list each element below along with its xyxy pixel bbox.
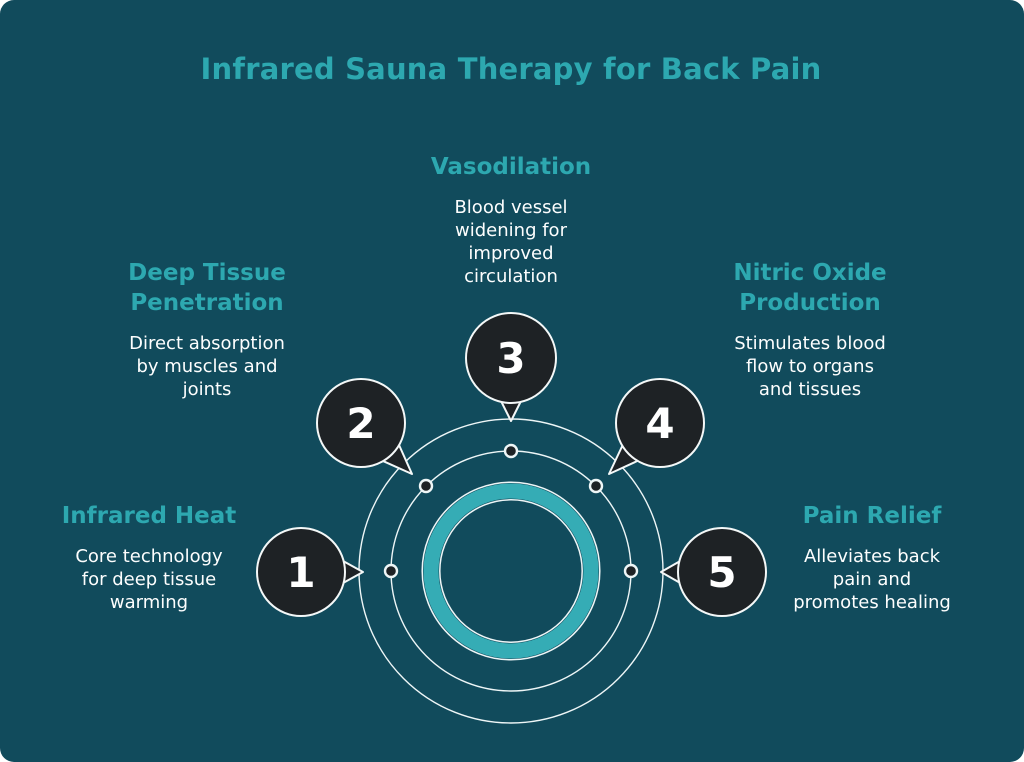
node-dot-1: [383, 563, 399, 579]
teal-ring: [423, 483, 599, 659]
step-bubble-2: 2: [316, 378, 413, 475]
step-description: Core technology for deep tissue warming: [75, 546, 223, 613]
step-number-5: 5: [707, 548, 736, 597]
step-info-vasodilation: Vasodilation Blood vessel widening for i…: [391, 152, 631, 288]
step-title: Vasodilation: [430, 154, 592, 180]
bubble-circle-3: [465, 312, 557, 404]
step-info-deep-tissue-penetration: Deep Tissue Penetration Direct absorptio…: [82, 258, 332, 401]
step-bubble-5: 5: [660, 527, 767, 617]
teal-ring-inner-edge: [439, 499, 583, 643]
node-dot-2: [418, 478, 434, 494]
step-description: Alleviates back pain and promotes healin…: [793, 546, 951, 613]
teal-ring-outer-edge: [421, 481, 601, 661]
step-description: Stimulates blood flow to organs and tiss…: [734, 333, 886, 400]
step-info-pain-relief: Pain Relief Alleviates back pain and pro…: [742, 501, 1002, 614]
step-title: Infrared Heat: [61, 503, 237, 529]
step-bubble-1: 1: [256, 527, 364, 617]
step-number-1: 1: [286, 548, 315, 597]
step-title: Deep Tissue Penetration: [128, 260, 286, 316]
bubble-circle-1: [256, 527, 346, 617]
step-title: Nitric Oxide Production: [733, 260, 887, 316]
step-number-2: 2: [346, 399, 375, 448]
step-bubble-3: 3: [465, 312, 557, 422]
node-dot-3: [503, 443, 519, 459]
step-bubble-4: 4: [608, 378, 705, 475]
step-title: Pain Relief: [802, 503, 942, 529]
step-info-infrared-heat: Infrared Heat Core technology for deep t…: [24, 501, 274, 614]
step-description: Blood vessel widening for improved circu…: [454, 197, 568, 287]
step-number-4: 4: [645, 399, 674, 448]
bubble-circle-2: [316, 378, 406, 468]
step-info-nitric-oxide-production: Nitric Oxide Production Stimulates blood…: [685, 258, 935, 401]
node-dot-4: [588, 478, 604, 494]
step-description: Direct absorption by muscles and joints: [129, 333, 285, 400]
page-title: Infrared Sauna Therapy for Back Pain: [200, 52, 822, 86]
step-number-3: 3: [496, 334, 525, 383]
bubble-circle-5: [677, 527, 767, 617]
node-dot-5: [623, 563, 639, 579]
bubble-circle-4: [615, 378, 705, 468]
